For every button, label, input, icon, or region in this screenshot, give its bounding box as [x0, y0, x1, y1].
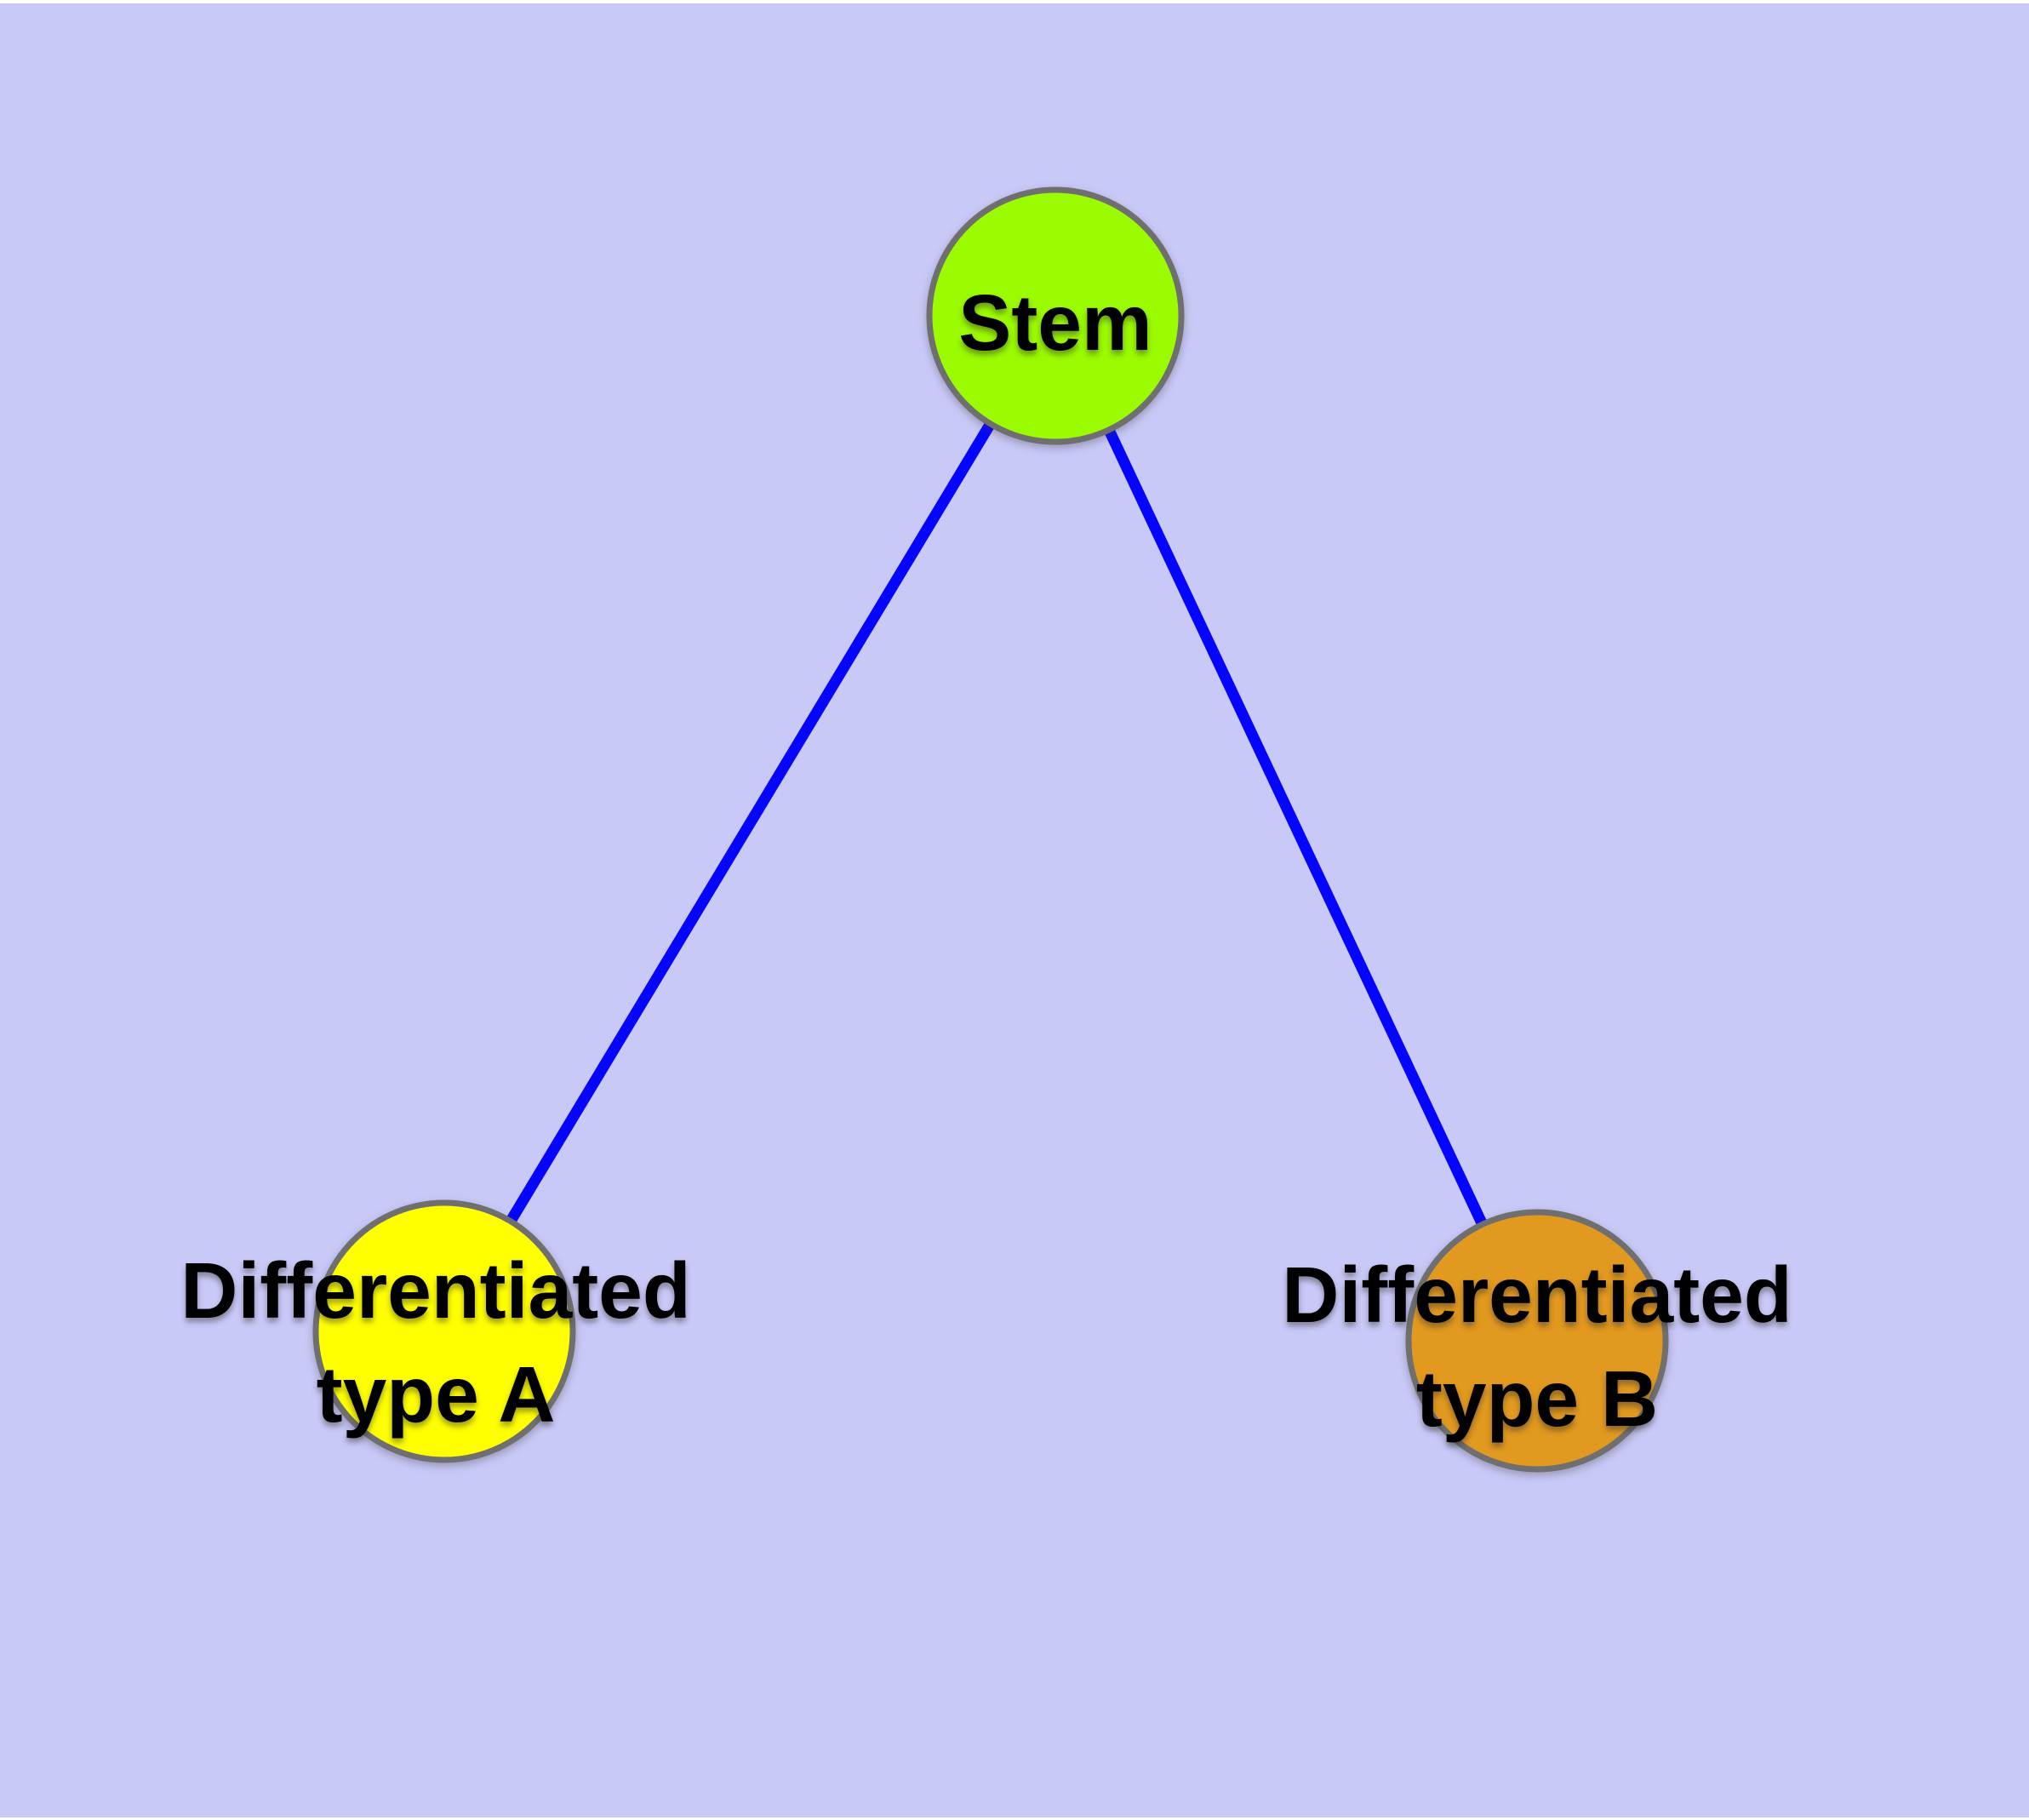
node-label-line: Differentiated — [1282, 1251, 1792, 1339]
node-label-stem: Stem — [958, 271, 1152, 375]
edge-stem-to-type-b — [1050, 313, 1542, 1343]
node-label-line: Differentiated — [180, 1246, 691, 1335]
node-differentiated-type-a — [312, 1199, 576, 1463]
node-differentiated-type-b — [1405, 1209, 1669, 1473]
node-label-line: Stem — [958, 278, 1152, 367]
node-label-line: type A — [316, 1350, 556, 1439]
node-label-differentiated-type-b: Differentiated type B — [1282, 1243, 1792, 1451]
node-label-line: type B — [1415, 1354, 1659, 1443]
node-label-differentiated-type-a: Differentiated type A — [180, 1239, 690, 1446]
edge-stem-to-type-a — [439, 312, 1060, 1335]
node-stem — [926, 186, 1185, 445]
